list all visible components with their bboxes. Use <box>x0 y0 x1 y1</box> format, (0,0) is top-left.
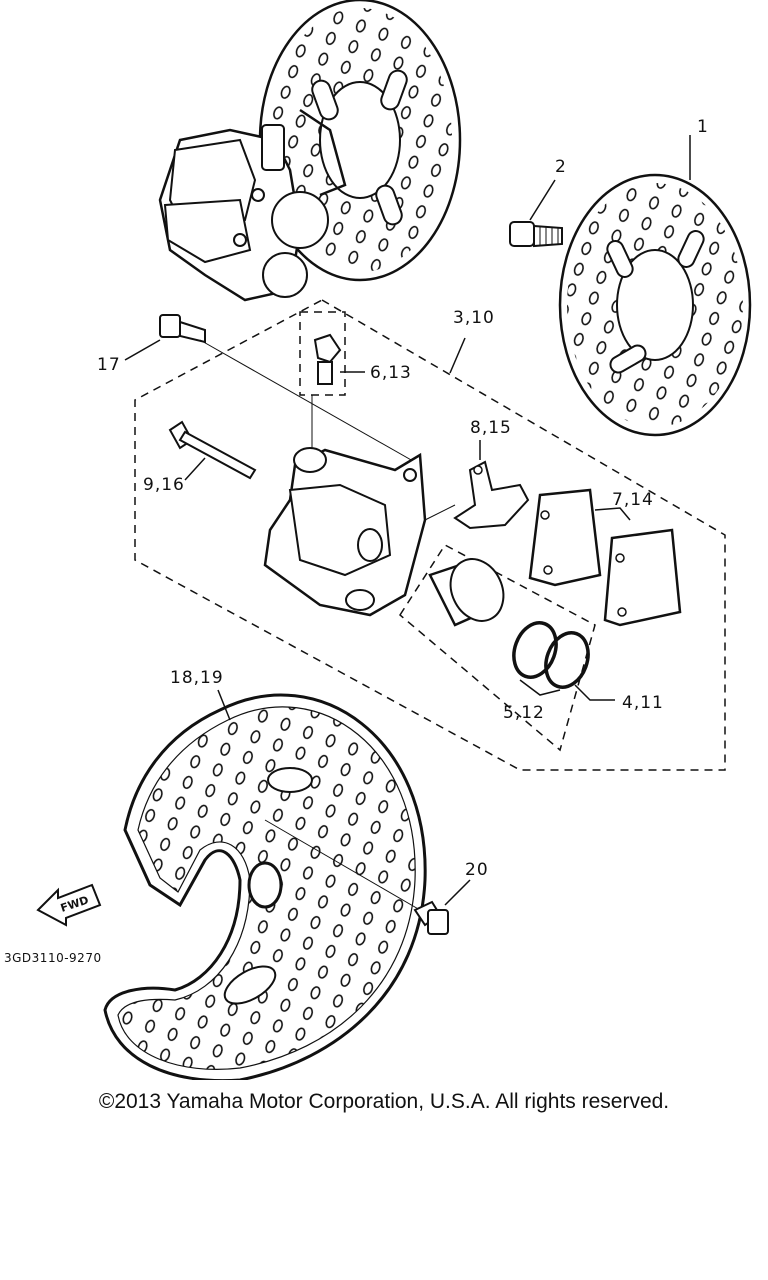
callout-1: 1 <box>697 117 709 137</box>
brake-pads <box>528 488 682 627</box>
piston-seals <box>512 621 615 701</box>
assembled-caliper <box>158 108 347 302</box>
brake-disc <box>558 135 752 437</box>
callout-3-10: 3,10 <box>453 308 495 328</box>
copyright-notice: ©2013 Yamaha Motor Corporation, U.S.A. A… <box>98 1090 670 1113</box>
shield-bolt <box>413 879 471 935</box>
callout-18-19: 18,19 <box>170 668 224 688</box>
caliper-pin <box>168 420 257 481</box>
callout-8-15: 8,15 <box>470 418 512 438</box>
pad-spring <box>453 440 530 530</box>
bleeder-screw <box>311 333 365 455</box>
callout-20: 20 <box>465 860 489 880</box>
bleed-bolt <box>124 314 421 466</box>
disc-bolt <box>509 179 563 248</box>
forward-arrow-icon: FWD <box>36 883 102 927</box>
callout-5-12: 5,12 <box>503 703 545 723</box>
callout-4-11: 4,11 <box>622 693 664 713</box>
callout-9-16: 9,16 <box>143 475 185 495</box>
callout-7-14: 7,14 <box>612 490 654 510</box>
callout-6-13: 6,13 <box>370 363 412 383</box>
callout-2: 2 <box>555 157 567 177</box>
diagram-code: 3GD3110-9270 <box>4 951 102 965</box>
callout-17: 17 <box>97 355 121 375</box>
piston <box>428 558 505 627</box>
caliper-kit-outline <box>134 299 726 771</box>
disc-shield <box>103 689 427 1080</box>
caliper-body <box>263 447 456 617</box>
brake-exploded-diagram: FWD 1 2 3,10 17 6,13 8,15 9,16 7,14 5,12… <box>4 0 752 1080</box>
